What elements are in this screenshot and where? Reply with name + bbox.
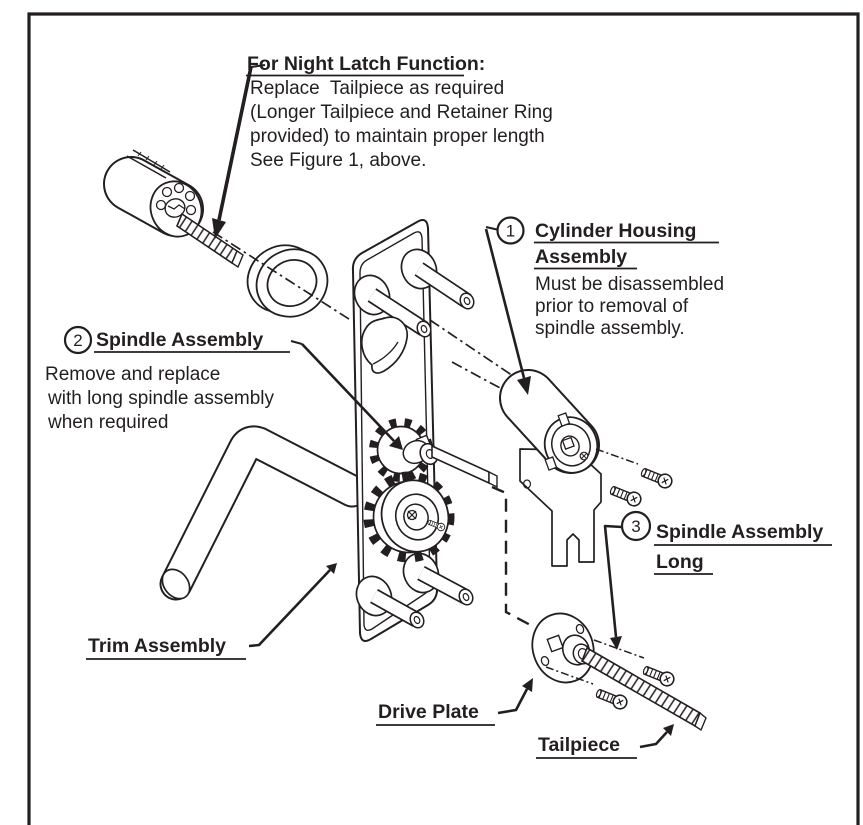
callout-1-body-line-2: prior to removal of xyxy=(535,296,689,317)
mounting-post-top-left xyxy=(353,274,432,338)
night-latch-leader-arrow xyxy=(212,64,266,239)
cam-piece xyxy=(360,316,408,374)
trim-assembly-label-text: Trim Assembly xyxy=(88,635,226,657)
callout-2-number: 2 xyxy=(73,331,82,350)
callout-3-number: 3 xyxy=(631,517,640,536)
callout-1-number: 1 xyxy=(506,222,515,241)
lever-handle xyxy=(159,425,369,601)
cylinder-top-slot xyxy=(126,149,171,179)
cylinder-pin-holes xyxy=(155,182,197,216)
callout-1-body-line-3: spindle assembly. xyxy=(535,318,685,339)
spindle-gear-upper xyxy=(369,418,498,489)
housing-screw-2 xyxy=(607,482,644,509)
cylinder-housing-assembly xyxy=(499,369,602,567)
drive-screw-axis-upper xyxy=(593,639,645,659)
callout-2-leader-arrow xyxy=(290,340,403,450)
night-latch-note-title: For Night Latch Function: xyxy=(247,53,485,75)
callout-2-title: Spindle Assembly xyxy=(96,329,263,351)
night-latch-note-line-2: (Longer Tailpiece and Retainer Ring xyxy=(250,102,553,123)
mounting-post-bottom-right xyxy=(402,552,474,606)
drive-plate-screw-2 xyxy=(593,685,630,712)
trim-assembly-label: Trim Assembly xyxy=(86,635,246,660)
cylinder-tailpiece-tip xyxy=(231,249,244,269)
callout-1-title-line-1: Cylinder Housing xyxy=(535,220,696,242)
retainer-ring xyxy=(246,244,329,318)
spindle-gear-lower xyxy=(363,471,455,563)
callout-3-title-line-1: Spindle Assembly xyxy=(656,521,823,543)
drive-plate-assembly xyxy=(531,612,707,732)
center-axis-left xyxy=(212,231,353,322)
spindle-blade xyxy=(431,444,490,485)
lever-end-cap xyxy=(161,568,191,600)
housing-screw-axis xyxy=(595,448,639,465)
callout-1-leader-arrow xyxy=(484,226,531,395)
mounting-post-bottom-left xyxy=(355,575,425,629)
drive-plate-label: Drive Plate xyxy=(376,701,495,726)
callout-2-body-line-2: with long spindle assembly xyxy=(47,388,275,409)
drive-plate-label-text: Drive Plate xyxy=(378,701,479,723)
callout-2-body-line-3: when required xyxy=(47,412,168,433)
figure-border xyxy=(27,12,860,825)
long-tailpiece-serrated xyxy=(581,646,701,728)
callout-1-body-line-1: Must be disassembled xyxy=(535,274,724,295)
callout-1-title-line-2: Assembly xyxy=(535,246,627,268)
cylinder-tailpiece-serrated xyxy=(176,212,238,265)
night-latch-note: For Night Latch Function: Replace Tailpi… xyxy=(246,53,553,171)
long-tailpiece-tip xyxy=(694,711,707,732)
night-latch-note-line-1: Replace Tailpiece as required xyxy=(250,78,504,99)
night-latch-note-line-4: See Figure 1, above. xyxy=(250,150,426,171)
callout-3-title-line-2: Long xyxy=(656,551,704,573)
spindle-blade-tip xyxy=(488,470,498,489)
callout-2-body-line-1: Remove and replace xyxy=(45,364,220,385)
night-latch-note-line-3: provided) to maintain proper length xyxy=(250,126,545,147)
mounting-bracket-fork xyxy=(519,448,602,567)
removal-path-dashed-line xyxy=(491,485,537,630)
callout-3-leader-arrow xyxy=(603,524,623,650)
mounting-post-top-right xyxy=(400,248,475,310)
callout-1-label: 1 Cylinder Housing Assembly Must be disa… xyxy=(496,216,724,339)
tailpiece-leader-arrow xyxy=(639,724,674,749)
trim-assembly-leader-arrow xyxy=(248,563,337,648)
callout-2-label: 2 Spindle Assembly Remove and replace wi… xyxy=(45,325,290,433)
tailpiece-label-text: Tailpiece xyxy=(538,734,620,756)
tailpiece-label: Tailpiece xyxy=(536,734,637,759)
keyway-slot xyxy=(167,204,186,210)
callout-1-number-circle xyxy=(496,216,525,245)
mortise-cylinder xyxy=(103,149,244,269)
callout-3-number-circle xyxy=(620,510,652,542)
drive-plate-leader-arrow xyxy=(497,678,533,715)
callout-3-label: 3 Spindle Assembly Long xyxy=(620,510,832,575)
center-axis-right-upper xyxy=(429,319,523,383)
callout-2-number-circle xyxy=(63,325,93,355)
housing-screw-1 xyxy=(638,464,675,491)
